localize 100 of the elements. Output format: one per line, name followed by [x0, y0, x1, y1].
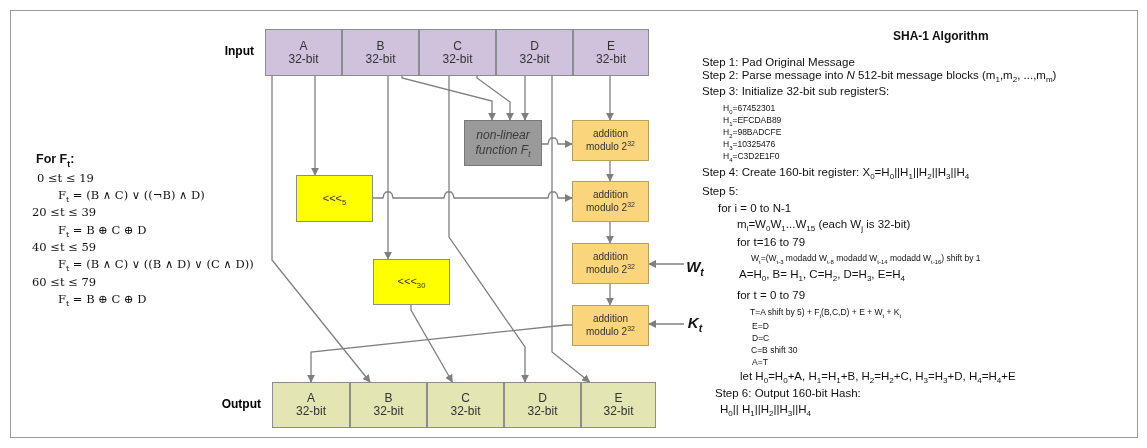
algorithm-step: H$_{3}$=10325476	[723, 140, 776, 150]
arrow	[551, 75, 591, 383]
adder-box	[572, 120, 649, 161]
arrow	[606, 283, 614, 306]
algorithm-step: D=C	[752, 334, 770, 344]
register-name: D	[538, 392, 547, 405]
arrow	[311, 75, 319, 176]
bit-width: 32-bit	[519, 52, 550, 66]
algorithm-step: let H$_{0}$=H$_{0}$+A, H$_{1}$=H$_{1}$+B, H$_{2}$=H$_{2}$+C, H$_{3}$=H$_{3}$+D, H$_{4}$=H$_{4}$+E	[740, 370, 1016, 384]
arrow	[648, 260, 685, 268]
box-label: non-linear function F$_{t}$	[474, 128, 532, 158]
register-cell	[342, 29, 419, 76]
formula: F$_{t}$ = B ⊕ C ⊕ D	[58, 224, 147, 238]
bit-width: 32-bit	[442, 52, 473, 66]
formula: 60 ≤t ≤ 79	[32, 276, 97, 290]
register-cell	[350, 382, 427, 428]
algorithm-step: m$_{i}$=W$_{0}$W$_{1}$...W$_{15}$ (each W$_{j}$ is 32-bit)	[737, 218, 911, 232]
bit-width: 32-bit	[527, 405, 558, 418]
formula: 0 ≤t ≤ 19	[37, 172, 94, 186]
formula: F$_{t}$ = (B ∧ C) ∨ ((B ∧ D) ∨ (C ∧ D))	[58, 258, 254, 272]
algorithm-step: E=D	[752, 322, 769, 332]
register-name: C	[461, 392, 470, 405]
bit-width: 32-bit	[296, 405, 326, 418]
algorithm-step: C=B shift 30	[751, 346, 798, 356]
register-cell	[272, 382, 350, 428]
row-label: Output	[221, 397, 261, 411]
bit-width: 32-bit	[288, 52, 319, 66]
algorithm-step: H$_{0}$|| H$_{1}$||H$_{2}$||H$_{3}$||H$_{4}$	[720, 403, 812, 417]
algorithm-step: T=A shift by 5) + F$_{t}$(B,C,D) + E + W$_{t}$ + K$_{t}$	[750, 308, 902, 318]
box-label: <<<$_{5}$	[321, 191, 348, 206]
algorithm-step: A=T	[752, 358, 768, 368]
register-name: A	[307, 392, 315, 405]
bit-width: 32-bit	[603, 405, 634, 418]
register-cell	[496, 29, 573, 76]
register-name: B	[376, 39, 385, 53]
adder-box	[572, 243, 649, 284]
arrow	[410, 304, 453, 383]
algorithm-step: H$_{2}$=98BADCFE	[723, 128, 782, 138]
register-name: C	[453, 39, 462, 53]
box-label: addition modulo 2$^{32}$	[585, 313, 636, 338]
algorithm-step: W$_{t}$=(W$_{t-3}$ modadd W$_{t-8}$ modadd W$_{t-14}$ modadd W$_{t-16}$) shift by 1	[751, 254, 981, 264]
arrow	[271, 75, 371, 383]
algorithm-step: for i = 0 to N-1	[718, 202, 792, 216]
algorithm-step: H$_{1}$=EFCDAB89	[723, 116, 782, 126]
arrow	[648, 320, 685, 328]
box-label: <<<$_{30}$	[396, 275, 427, 289]
symbol-label: K$_{t}$	[686, 313, 704, 333]
box-label: addition modulo 2$^{32}$	[585, 189, 636, 214]
algorithm-step: Step 6: Output 160-bit Hash:	[715, 387, 861, 401]
algorithm-step: A=H$_{0}$, B= H$_{1}$, C=H$_{2}$, D=H$_{3}$, E=H$_{4}$	[739, 268, 905, 282]
register-name: E	[614, 392, 623, 405]
algorithm-step: H$_{4}$=C3D2E1F0	[723, 152, 780, 162]
row-label: Input	[224, 44, 254, 58]
register-cell	[581, 382, 656, 428]
arrow	[541, 137, 573, 148]
bit-width: 32-bit	[365, 52, 396, 66]
arrow	[476, 75, 514, 121]
algorithm-step: Step 1: Pad Original Message	[702, 56, 855, 70]
arrow	[384, 75, 392, 260]
algorithm-step: Step 3: Initialize 32-bit sub registerS:	[702, 85, 890, 99]
symbol-label: W$_{t}$	[685, 257, 705, 277]
function-box	[464, 120, 542, 166]
register-cell	[504, 382, 581, 428]
register-cell	[427, 382, 504, 428]
algorithm-step: Step 4: Create 160-bit register: X$_{0}$=H$_{0}$||H$_{1}$||H$_{2}$||H$_{3}$||H$_{4}$	[702, 166, 970, 180]
arrow	[372, 191, 573, 202]
title: SHA-1 Algorithm	[893, 29, 989, 43]
algorithm-step: Step 5:	[702, 185, 739, 199]
formula: F$_{t}$ = (B ∧ C) ∨ ((¬B) ∧ D)	[58, 189, 205, 203]
adder-box	[572, 181, 649, 222]
box-label: addition modulo 2$^{32}$	[585, 128, 636, 153]
register-name: D	[530, 39, 539, 53]
arrow	[521, 75, 529, 121]
register-name: E	[607, 39, 615, 53]
register-cell	[573, 29, 649, 76]
formula: 20 ≤t ≤ 39	[32, 206, 97, 220]
bit-width: 32-bit	[450, 405, 481, 418]
register-cell	[419, 29, 496, 76]
arrow	[606, 75, 614, 121]
bit-width: 32-bit	[596, 52, 626, 66]
arrow	[307, 324, 573, 383]
bit-width: 32-bit	[373, 405, 404, 418]
arrow	[606, 221, 614, 244]
rotate-box	[373, 259, 450, 305]
box-label: addition modulo 2$^{32}$	[585, 251, 636, 276]
formula: F$_{t}$ = B ⊕ C ⊕ D	[58, 293, 147, 307]
algorithm-step: for t=16 to 79	[737, 236, 806, 250]
algorithm-step: for t = 0 to 79	[737, 289, 806, 303]
register-cell	[265, 29, 342, 76]
arrow	[448, 75, 529, 383]
register-name: B	[384, 392, 393, 405]
section-heading: For F$_{t}$:	[36, 152, 75, 167]
register-name: A	[299, 39, 308, 53]
algorithm-step: Step 2: Parse message into N 512-bit message blocks (m$_{1}$,m$_{2}$, ...,m$_{m}$)	[702, 69, 1057, 83]
algorithm-step: H$_{0}$=67452301	[723, 104, 776, 114]
adder-box	[572, 305, 649, 346]
rotate-box	[296, 175, 373, 222]
formula: 40 ≤t ≤ 59	[32, 241, 97, 255]
arrow	[606, 160, 614, 182]
arrow	[401, 75, 496, 121]
